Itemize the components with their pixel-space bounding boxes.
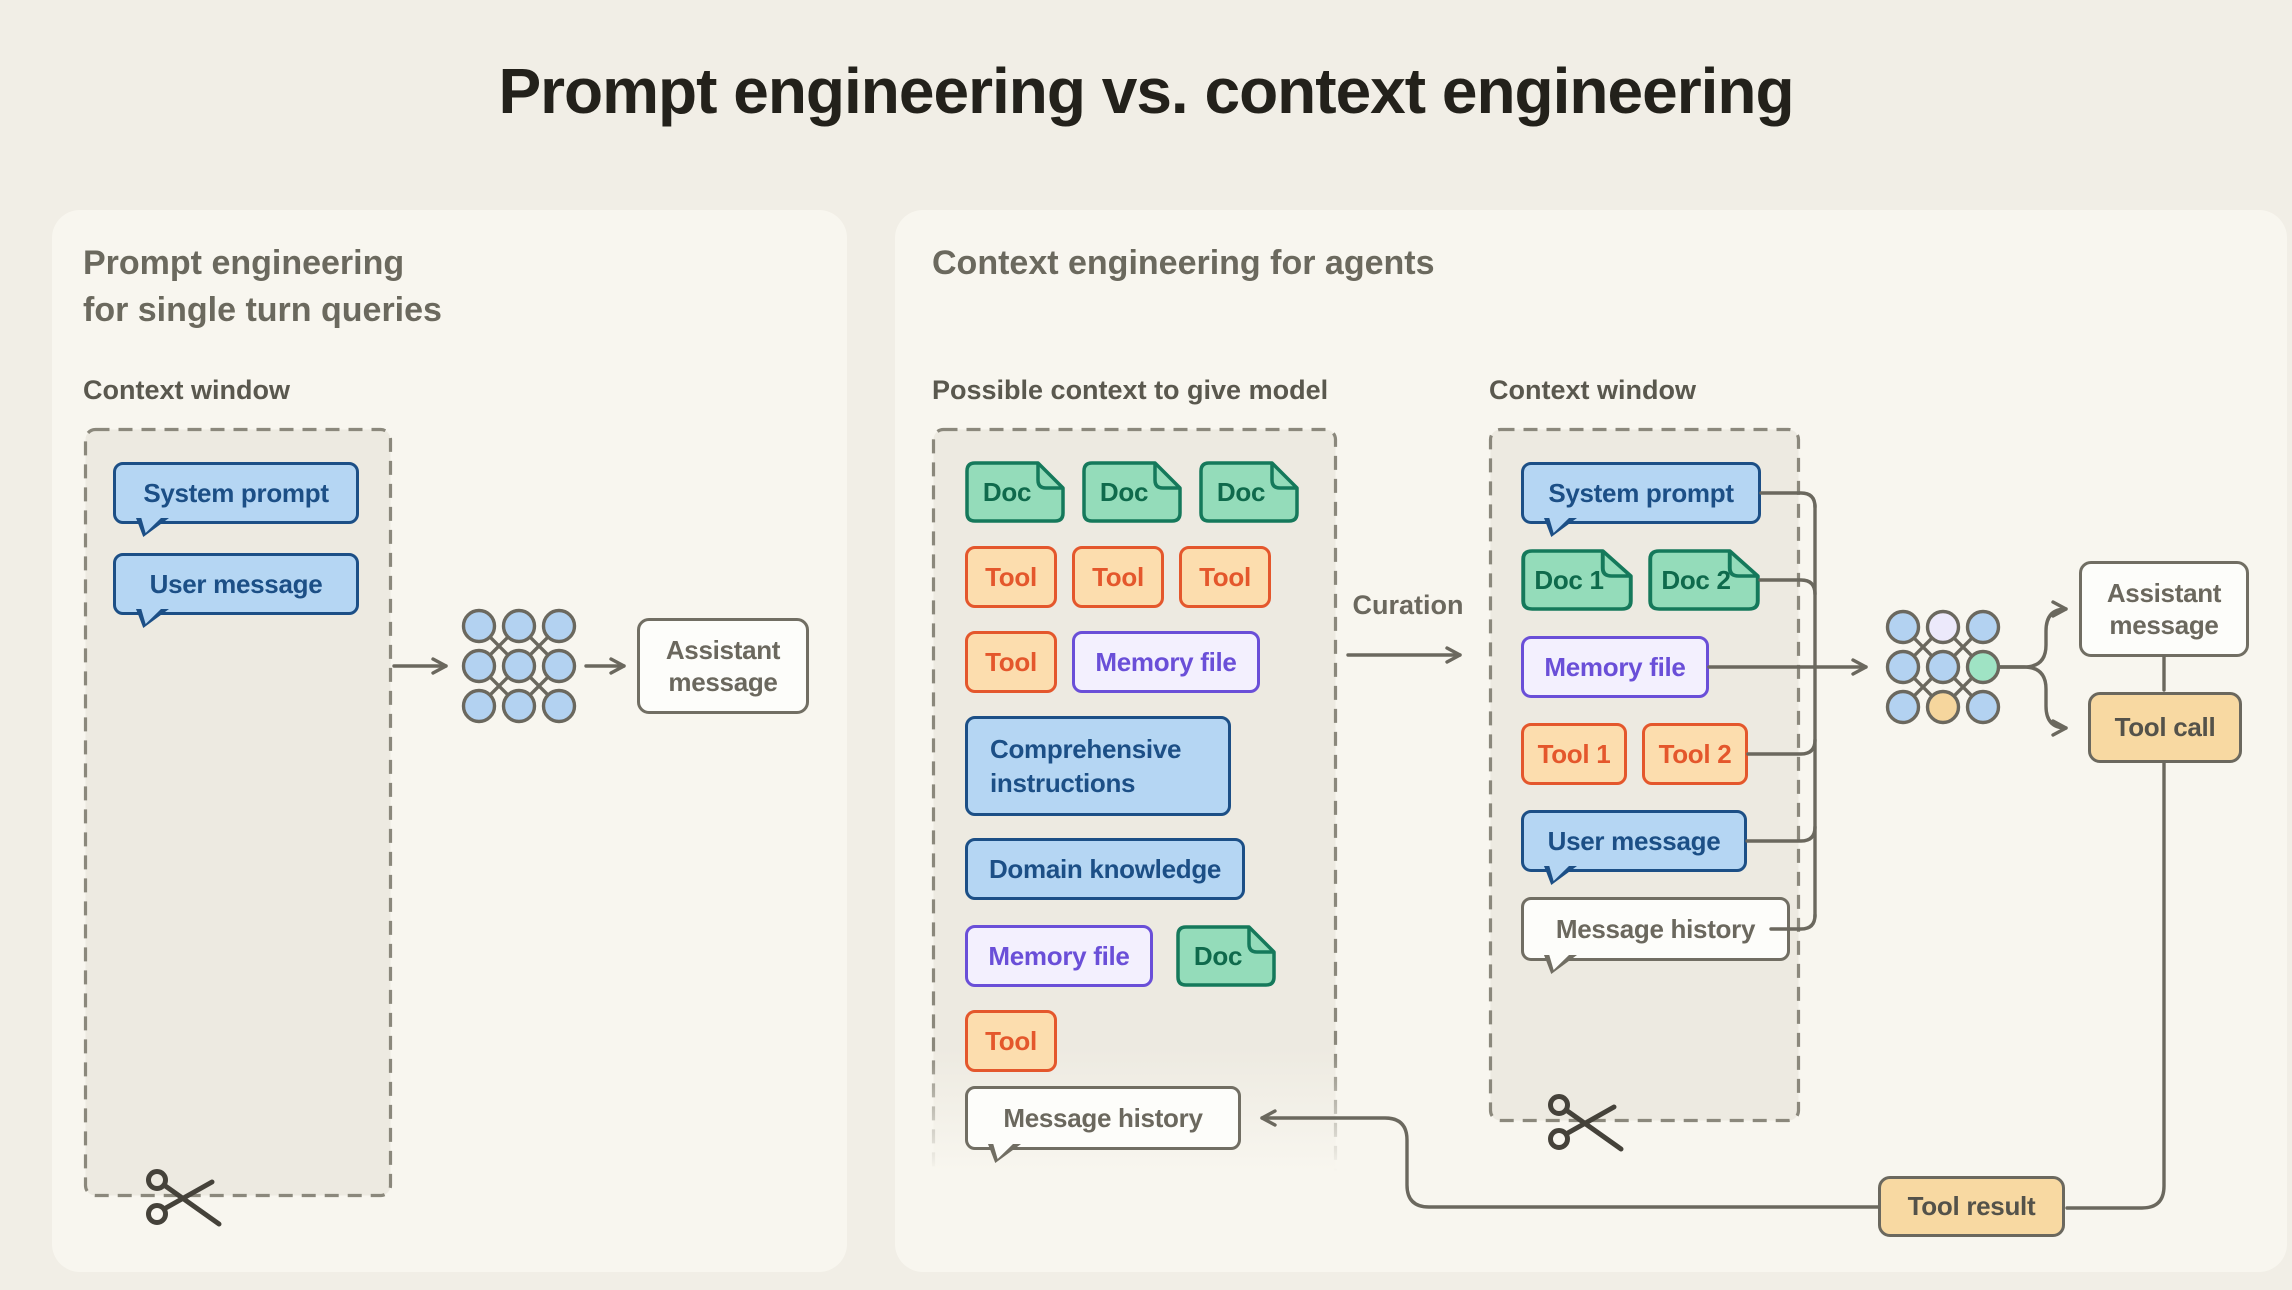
right-panel-heading: Context engineering for agents (932, 244, 1435, 282)
tool-label: Tool (1199, 561, 1251, 592)
assistant-message-box-left: Assistant message (637, 618, 809, 714)
tool-label: Tool (985, 1025, 1037, 1056)
system-prompt-label: System prompt (143, 477, 329, 508)
doc1-chip: Doc 1 (1521, 549, 1633, 611)
doc-label: Doc (1216, 476, 1266, 507)
user-message-label: User message (149, 568, 323, 599)
tool-chip: Tool (1179, 546, 1271, 608)
tool1-label: Tool 1 (1537, 738, 1611, 769)
assistant-message-label-right: Assistant message (2106, 577, 2222, 641)
tool-chip: Tool (965, 631, 1057, 693)
user-message-bubble: User message (1521, 810, 1747, 872)
tool-label: Tool (985, 561, 1037, 592)
doc-label: Doc (1099, 476, 1149, 507)
prompt-engineering-panel (52, 210, 847, 1272)
system-prompt-bubble: System prompt (1521, 462, 1761, 524)
doc-chip: Doc (965, 461, 1065, 523)
message-history-bubble: Message history (965, 1086, 1241, 1150)
memory-file-label: Memory file (988, 940, 1130, 971)
tool-call-box: Tool call (2088, 692, 2242, 763)
tool2-label: Tool 2 (1658, 738, 1732, 769)
tool2-chip: Tool 2 (1642, 723, 1748, 785)
memory-file-chip: Memory file (1521, 636, 1709, 698)
tool-result-box: Tool result (1878, 1176, 2065, 1237)
domain-knowledge-chip: Domain knowledge (965, 838, 1245, 900)
tool-label: Tool (1092, 561, 1144, 592)
user-message-bubble: User message (113, 553, 359, 615)
tool-result-label: Tool result (1907, 1191, 2036, 1221)
assistant-message-label-left: Assistant message (665, 634, 781, 698)
possible-context-label: Possible context to give model (932, 375, 1329, 405)
tool-label: Tool (985, 646, 1037, 677)
memory-file-chip: Memory file (965, 925, 1153, 987)
doc-chip: Doc (1176, 925, 1276, 987)
tool-chip: Tool (965, 1010, 1057, 1072)
message-history-bubble: Message history (1521, 897, 1790, 961)
system-prompt-bubble: System prompt (113, 462, 359, 524)
comprehensive-instructions-label: Comprehensive instructions (990, 733, 1182, 798)
right-context-window-label: Context window (1489, 375, 1696, 405)
doc-label: Doc (1193, 940, 1243, 971)
comprehensive-instructions-chip: Comprehensive instructions (965, 716, 1231, 816)
doc-label: Doc (982, 476, 1032, 507)
user-message-label: User message (1547, 825, 1721, 856)
tool-chip: Tool (965, 546, 1057, 608)
assistant-message-box-right: Assistant message (2079, 561, 2249, 657)
domain-knowledge-label: Domain knowledge (988, 853, 1222, 884)
left-panel-heading: Prompt engineering for single turn queri… (83, 244, 442, 329)
curation-label: Curation (1352, 590, 1464, 620)
tool-chip: Tool (1072, 546, 1164, 608)
message-history-label: Message history (1555, 913, 1756, 944)
doc-chip: Doc (1082, 461, 1182, 523)
memory-file-label: Memory file (1095, 646, 1237, 677)
system-prompt-label: System prompt (1548, 477, 1734, 508)
doc2-chip: Doc 2 (1648, 549, 1760, 611)
doc-chip: Doc (1199, 461, 1299, 523)
page-title: Prompt engineering vs. context engineeri… (498, 55, 1794, 127)
memory-file-label: Memory file (1544, 651, 1686, 682)
doc2-label: Doc 2 (1661, 564, 1731, 595)
left-context-window-label: Context window (83, 375, 290, 405)
doc1-label: Doc 1 (1534, 564, 1604, 595)
message-history-label: Message history (1003, 1102, 1203, 1133)
memory-file-chip: Memory file (1072, 631, 1260, 693)
tool1-chip: Tool 1 (1521, 723, 1627, 785)
tool-call-label: Tool call (2114, 712, 2216, 742)
